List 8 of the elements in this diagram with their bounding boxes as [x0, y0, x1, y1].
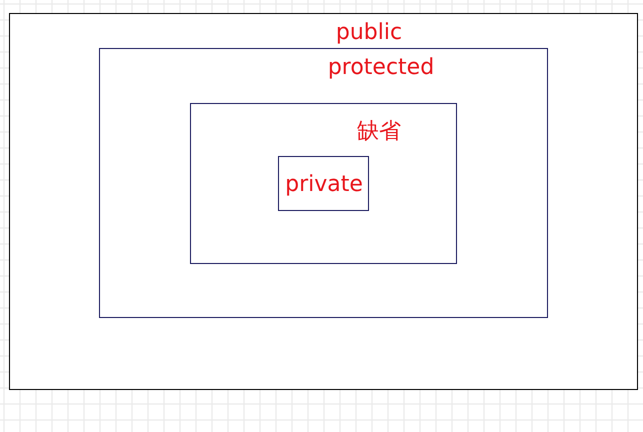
access-scope-box	[190, 103, 457, 264]
access-scope-box	[9, 13, 638, 390]
scope-label: 缺省	[357, 119, 401, 145]
scope-label: public	[336, 20, 402, 46]
access-scope-box	[99, 48, 548, 318]
scope-label: private	[285, 172, 363, 198]
scope-label: protected	[328, 55, 434, 81]
access-scope-box	[278, 156, 369, 211]
